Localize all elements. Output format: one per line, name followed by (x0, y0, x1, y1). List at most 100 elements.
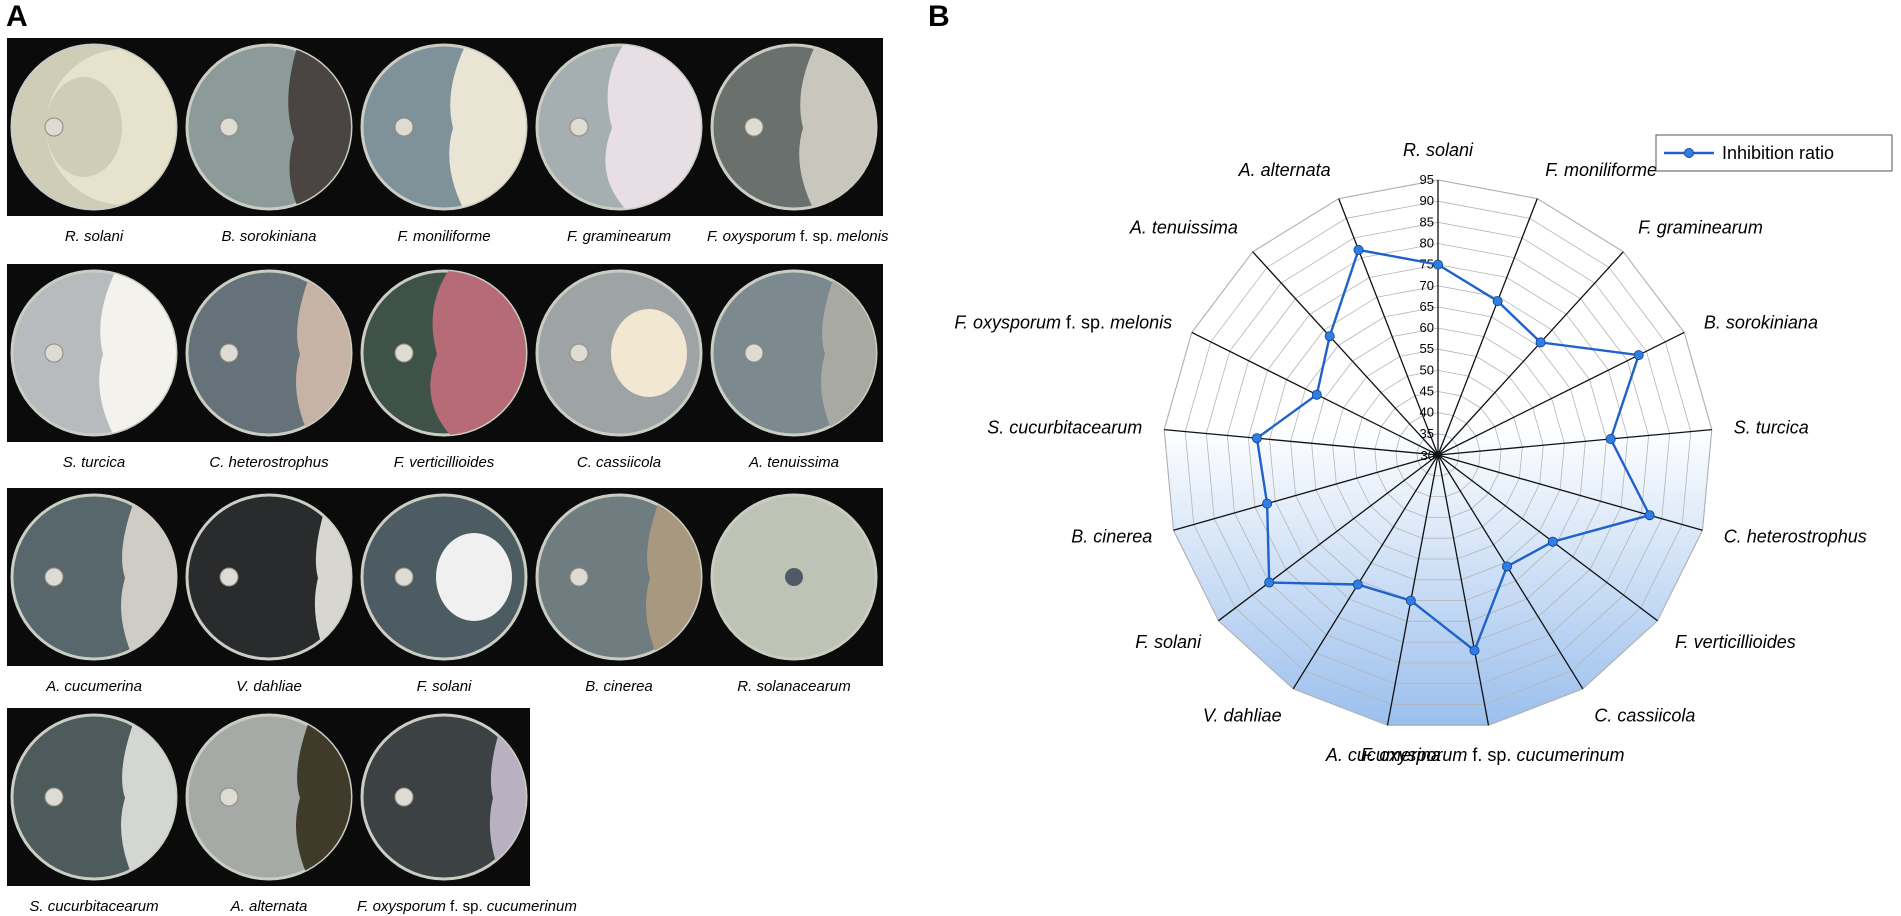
fungal-colony (646, 495, 701, 659)
inhibition-zone (46, 77, 122, 177)
culture-plate (182, 488, 356, 666)
data-point (1469, 645, 1480, 656)
fungal-colony (611, 309, 687, 397)
category-label: B. cinerea (1071, 526, 1152, 546)
data-point (1324, 331, 1335, 342)
culture-plate (357, 488, 531, 666)
culture-plate (7, 708, 181, 886)
radar-spoke (1252, 251, 1439, 456)
radar-spoke (1386, 454, 1439, 726)
fungal-colony (449, 45, 526, 209)
fungal-colony (799, 45, 876, 209)
plate-caption: C. heterostrophus (209, 454, 329, 471)
category-label: F. moniliforme (1545, 160, 1657, 180)
radial-tick-label: 35 (1420, 426, 1434, 441)
radar-grid-ring (1247, 264, 1629, 643)
bacterial-inoculum (569, 567, 589, 587)
radar-grid-ring (1226, 243, 1650, 664)
radial-tick-label: 60 (1420, 320, 1434, 335)
plate-caption: F. oxysporum f. sp. cucumerinum (357, 898, 577, 915)
radial-tick-label: 75 (1420, 257, 1434, 272)
culture-plate (707, 488, 881, 666)
radar-spoke (1437, 251, 1624, 456)
bacterial-inoculum (744, 117, 764, 137)
fungal-colony (121, 495, 176, 659)
radial-tick-label: 45 (1420, 384, 1434, 399)
plate-caption: A. alternata (230, 898, 308, 915)
data-point (1644, 510, 1655, 521)
category-label: C. cassiicola (1594, 706, 1695, 726)
culture-plate (532, 264, 706, 442)
fungal-colony (785, 568, 803, 586)
fungal-colony (121, 715, 176, 879)
plate-row (7, 488, 883, 666)
plate-caption: F. graminearum (567, 228, 671, 245)
plate-caption: B. sorokiniana (221, 228, 317, 245)
radial-tick-label: 70 (1420, 278, 1434, 293)
culture-plate (182, 38, 356, 216)
radar-grid-ring (1311, 327, 1565, 581)
radar-grid-ring (1395, 412, 1481, 498)
data-point (1262, 498, 1273, 509)
category-label: F. graminearum (1638, 218, 1763, 238)
plate-caption: A. cucumerina (46, 678, 142, 695)
plate-caption: F. moniliforme (397, 228, 491, 245)
category-label: A. tenuissima (1129, 218, 1238, 238)
plate-caption: R. solanacearum (737, 678, 851, 695)
radar-grid-ring (1332, 348, 1544, 560)
bacterial-inoculum (219, 343, 239, 363)
data-point (1433, 259, 1444, 270)
bacterial-inoculum (744, 343, 764, 363)
radar-spoke (1437, 428, 1712, 456)
fungal-colony (288, 45, 351, 209)
culture-plate-grid: R. solani B. sorokiniana F. moniliforme F. … (7, 38, 889, 916)
data-point (1264, 577, 1275, 588)
radar-spoke (1173, 454, 1439, 531)
data-point (1405, 595, 1416, 606)
fungal-colony (296, 715, 351, 879)
radar-spoke (1437, 454, 1658, 622)
bacterial-inoculum (219, 787, 239, 807)
culture-plate (707, 264, 881, 442)
plate-row (7, 708, 530, 886)
culture-plate (707, 38, 881, 216)
legend-label: Inhibition ratio (1722, 143, 1834, 163)
panel-label-a: A (6, 0, 28, 33)
radar-grid-ring (1163, 179, 1713, 726)
radial-tick-label: 40 (1420, 405, 1434, 420)
plate-caption: R. solani (64, 228, 124, 245)
culture-plate (7, 488, 181, 666)
data-point (1633, 350, 1644, 361)
radial-tick-label: 80 (1420, 236, 1434, 251)
category-label: A. cucumerina (1325, 745, 1441, 765)
fungal-colony (296, 271, 351, 435)
fungal-colony (821, 271, 876, 435)
panel-label-b: B (928, 0, 950, 33)
radar-spoke (1338, 198, 1439, 456)
fungal-colony (99, 271, 176, 435)
bacterial-inoculum (44, 117, 64, 137)
category-label: C. heterostrophus (1724, 526, 1867, 546)
plate-caption: F. oxysporum f. sp. melonis (707, 228, 889, 245)
series-line (1255, 248, 1652, 653)
data-point (1535, 337, 1546, 348)
radar-spoke (1437, 198, 1538, 456)
radar-grid-ring (1374, 391, 1502, 518)
radar-spoke (1218, 454, 1439, 622)
plate-caption: S. turcica (62, 454, 126, 471)
bacterial-inoculum (219, 567, 239, 587)
radial-tick-label: 30 (1421, 448, 1435, 463)
bacterial-inoculum (394, 787, 414, 807)
category-label: S. turcica (1734, 418, 1809, 438)
plate-caption: B. cinerea (585, 678, 653, 695)
data-point (1492, 296, 1503, 307)
fungal-colony (436, 533, 512, 621)
radial-tick-label: 55 (1420, 341, 1434, 356)
bacterial-inoculum (44, 343, 64, 363)
culture-plate (357, 38, 531, 216)
culture-plate (182, 264, 356, 442)
plate-caption: V. dahliae (236, 678, 302, 695)
bacterial-inoculum (394, 343, 414, 363)
culture-plate (7, 38, 181, 216)
category-label: B. sorokiniana (1704, 313, 1818, 333)
